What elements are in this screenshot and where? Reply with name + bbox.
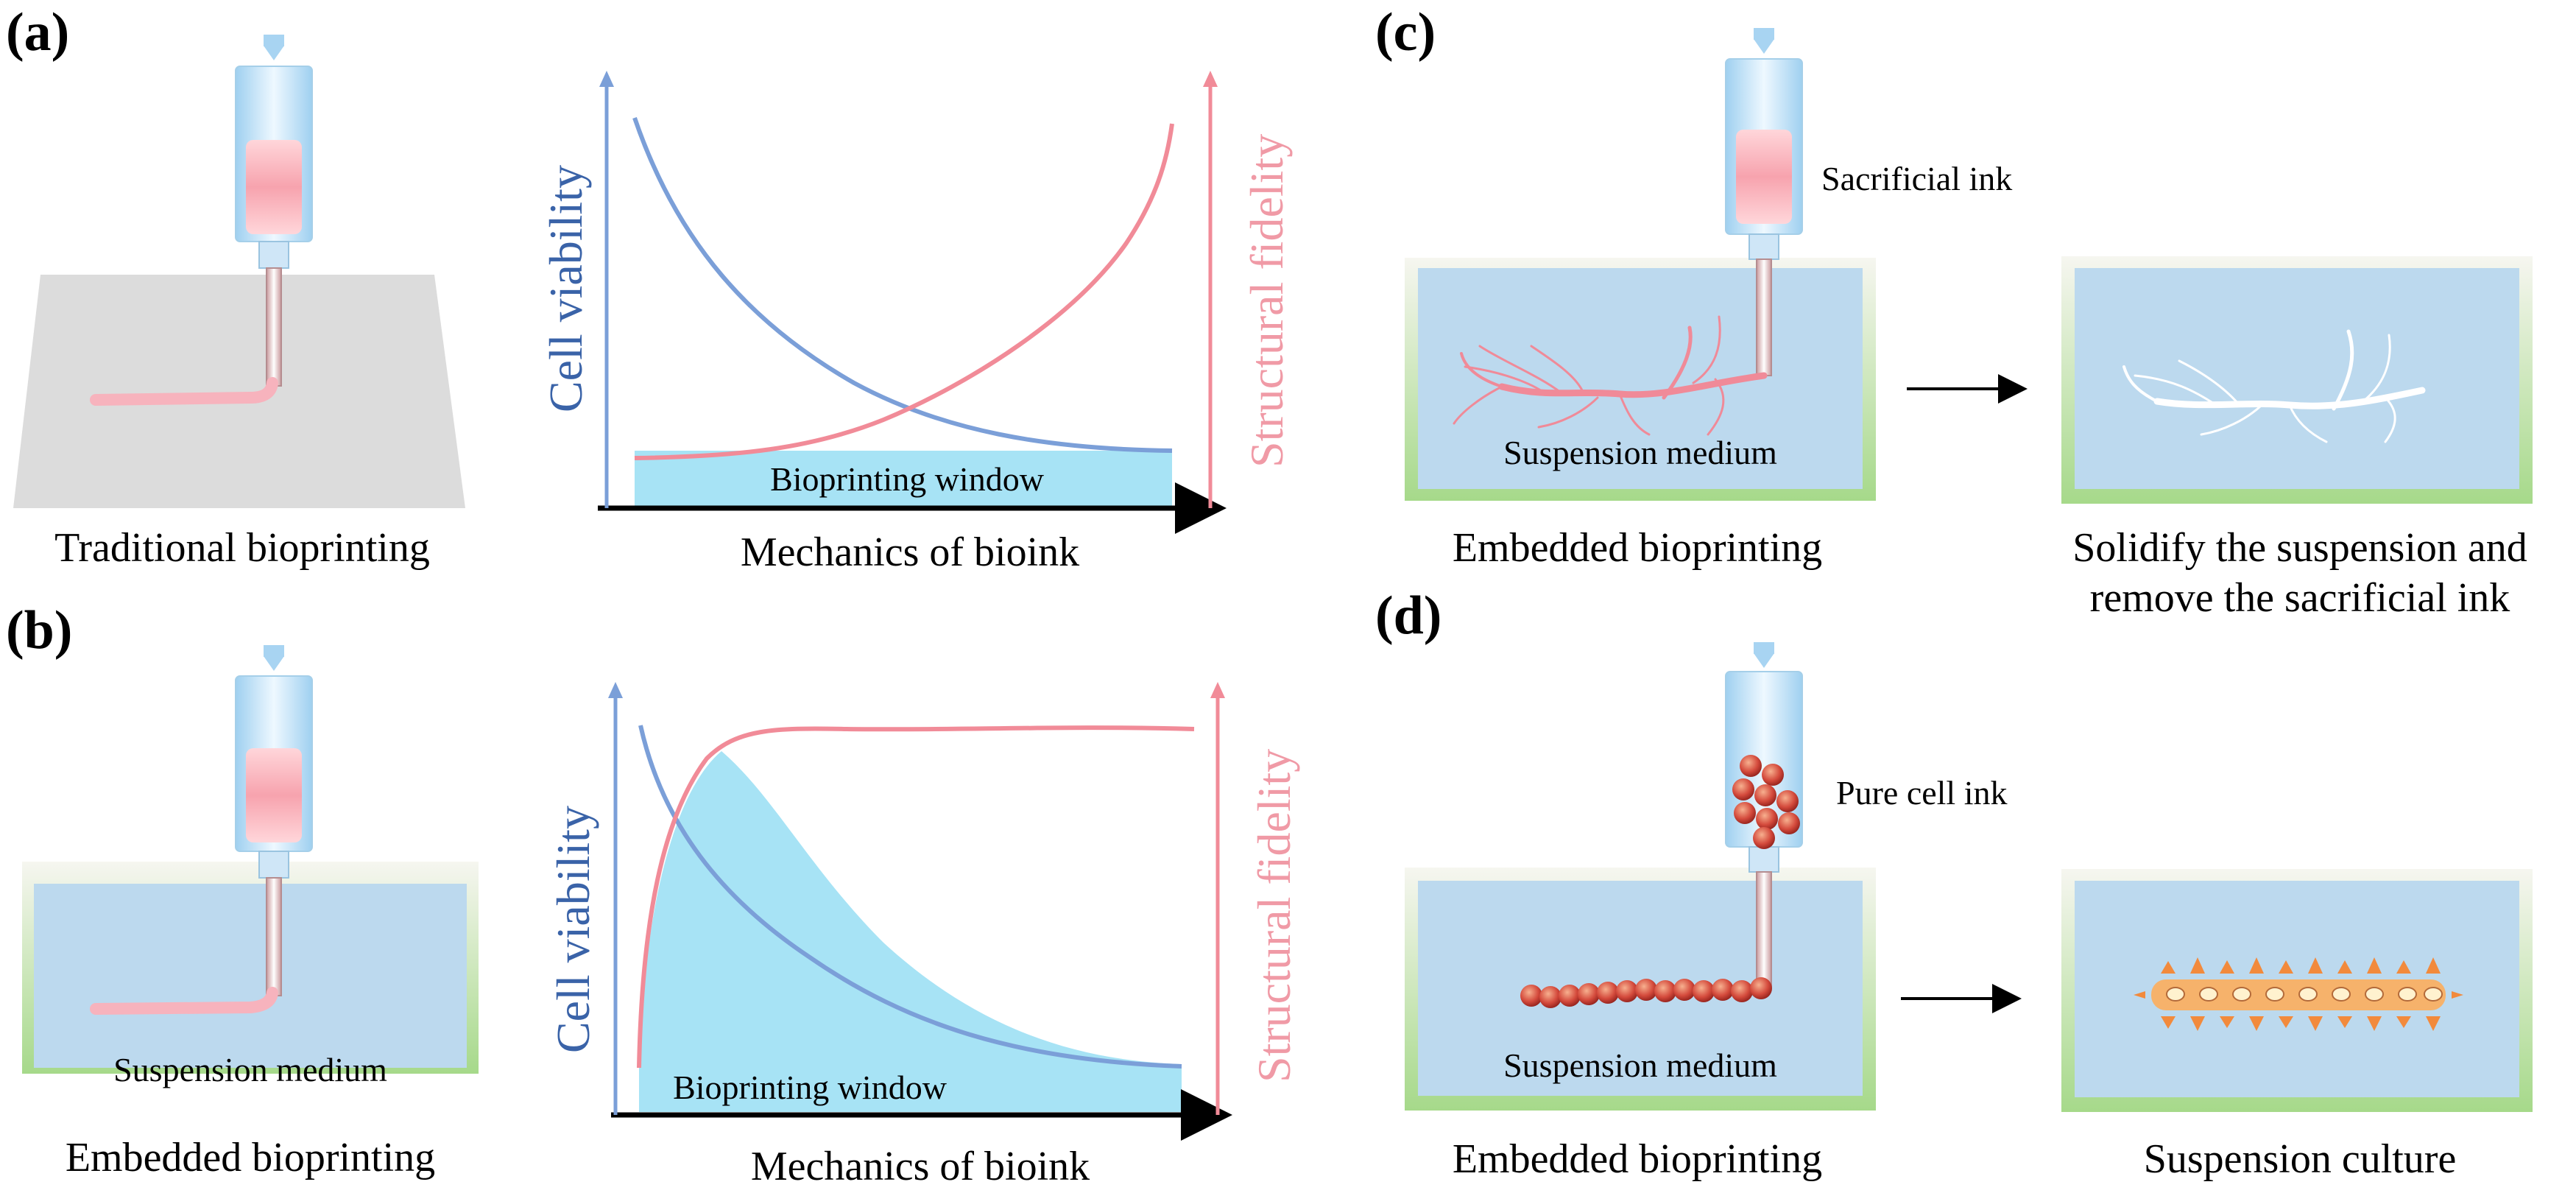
panel-c-label: (c) [1375,2,1436,63]
panel-d: (d) Pure cell ink [1375,585,2533,1182]
extruded-filament [90,377,278,406]
printed-cell-filament [1520,977,1772,1008]
syringe-d [1725,642,1803,988]
solidified-medium [2075,268,2519,489]
ink-reservoir [1736,130,1792,224]
suspension-medium-label: Suspension medium [1503,1046,1777,1084]
bioprinting-window-label: Bioprinting window [673,1069,948,1106]
extruded-filament [90,987,278,1015]
panel-c-right-caption-line1: Solidify the suspension and [2072,525,2527,571]
panel-d-left-caption: Embedded bioprinting [1453,1136,1822,1182]
structural-fidelity-axis-label: Structural fidelity [1248,749,1300,1083]
panel-c-left-caption: Embedded bioprinting [1453,525,1822,571]
cell-viability-curve [632,117,1173,453]
syringe-tip [1748,846,1779,873]
cell-viability-axis-label: Cell viability [547,806,599,1053]
panel-b: (b) Suspension medium Embedded bioprinti… [6,600,1300,1189]
x-axis-label: Mechanics of bioink [751,1144,1090,1189]
cultured-cell-aggregate [2134,957,2463,1031]
needle [1756,258,1772,376]
syringe-c [1725,28,1803,376]
bioprinting-window-area [635,451,1172,507]
ink-reservoir [246,140,302,234]
cell-cluster-in-syringe [1732,755,1800,849]
suspension-medium-label: Suspension medium [113,1051,387,1088]
syringe-tip [258,851,289,879]
push-arrow-icon [1754,653,1774,668]
panel-a-label: (a) [6,2,69,63]
panel-d-label: (d) [1375,585,1441,646]
chart-a: Bioprinting window Cell viability Struct… [540,71,1293,575]
bioprinting-window-label: Bioprinting window [770,460,1045,498]
suspension-medium [1418,268,1863,489]
x-axis-label: Mechanics of bioink [741,529,1079,575]
push-arrow-icon [1754,39,1774,54]
needle [1756,871,1772,988]
cell-viability-axis-label: Cell viability [540,165,592,412]
panel-d-right-caption: Suspension culture [2144,1136,2457,1182]
bioprinting-window-area [639,751,1182,1112]
structural-fidelity-curve [637,725,1195,1069]
printing-platform [13,275,465,508]
ink-reservoir [246,748,302,842]
suspension-medium [34,884,467,1068]
hollow-channel-network [2122,329,2426,443]
syringe-a [235,31,313,387]
panel-a: (a) Traditional bioprinting Bioprint [6,2,1293,575]
panel-c-right-caption-line2: remove the sacrificial ink [2090,575,2510,621]
sacrificial-vessel-network [1453,315,1768,436]
suspension-medium-label: Suspension medium [1503,434,1777,471]
chart-b: Bioprinting window Cell viability Struct… [547,682,1300,1189]
pure-cell-ink-label: Pure cell ink [1836,774,2008,812]
syringe-b [235,645,313,996]
structural-fidelity-axis-label: Structural fidelity [1241,134,1293,468]
syringe-tip [258,241,289,269]
panel-a-caption: Traditional bioprinting [54,525,430,571]
panel-b-label: (b) [6,600,72,661]
needle [266,877,282,996]
panel-c: (c) Sacrificial ink Suspe [1375,2,2533,621]
panel-b-caption: Embedded bioprinting [66,1135,435,1180]
push-arrow-icon [264,656,284,671]
needle [266,267,282,387]
syringe-tip [1748,233,1779,260]
structural-fidelity-curve [634,123,1174,460]
sacrificial-ink-label: Sacrificial ink [1821,160,2012,197]
